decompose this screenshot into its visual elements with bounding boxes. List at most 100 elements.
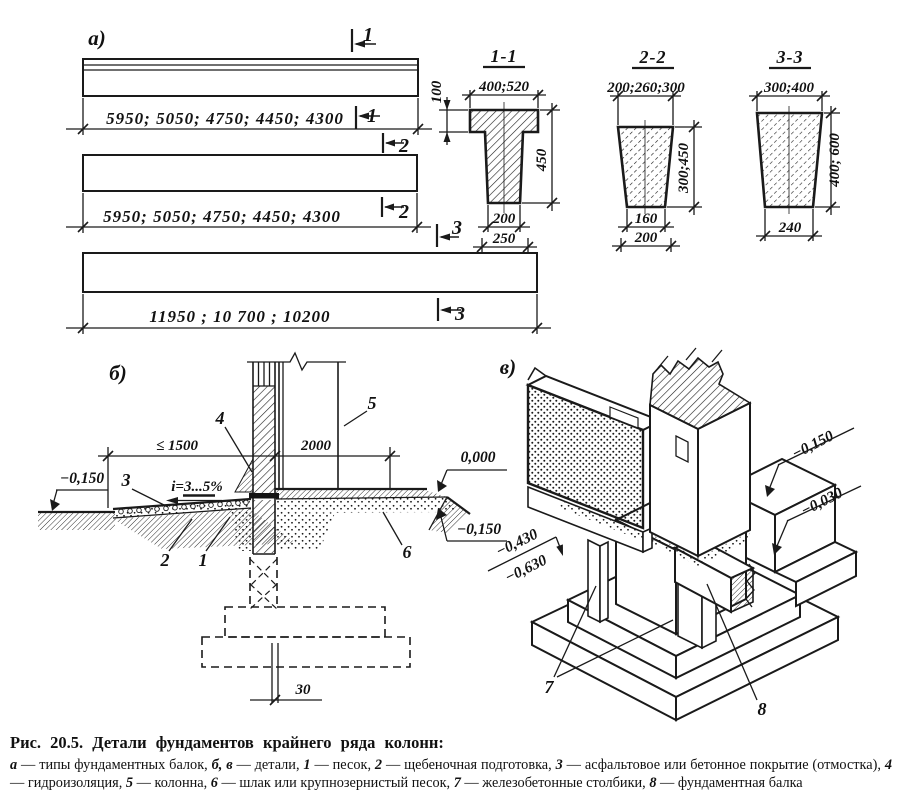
slag-layer — [277, 497, 458, 513]
svg-text:−0,150: −0,150 — [457, 521, 502, 538]
section-mark-1-bottom: 1 — [354, 105, 380, 129]
mark-3-number: 3 — [451, 217, 462, 239]
gravel-bed — [113, 499, 250, 518]
section-mark-2-top: 2 — [381, 133, 409, 157]
callout-1: 1 — [199, 550, 208, 570]
dim-2-2-top-value: 200;260;300 — [606, 80, 685, 96]
dim-3-3-height: 400; 600 — [815, 106, 843, 215]
wall-panel-section — [234, 362, 279, 555]
legend-text: — железобетонные столбики, — [460, 775, 650, 792]
figure-canvas: а) 5950; 5050; 4750; 4450; 4300 1 1 — [38, 24, 862, 722]
legend-text: — детали, — [232, 757, 304, 773]
dim-floor-value: 2000 — [300, 438, 332, 454]
dim-3-3-top-value: 300;400 — [763, 80, 814, 96]
beam-1-lengths: 5950; 5050; 4750; 4450; 4300 — [106, 109, 344, 128]
wall-panel — [525, 366, 664, 530]
dim-3-3-top: 300;400 — [749, 80, 830, 111]
plinth-wedge — [234, 458, 254, 493]
caption-title: Рис. 20.5. Детали фундаментов крайнего р… — [10, 733, 444, 752]
section-2-2-title: 2-2 — [639, 47, 667, 67]
legend-text: — асфальтовое или бетонное покрытие (отм… — [562, 757, 885, 773]
section-mark-1-top: 1 — [350, 24, 376, 52]
concrete-posts — [587, 538, 717, 650]
dim-1-1-height: 450 — [522, 103, 560, 211]
callout-2: 2 — [160, 550, 170, 570]
ground-hatch-left — [113, 509, 296, 549]
level-minus-0150-right: −0,150 — [436, 508, 507, 542]
column-break-top — [649, 356, 752, 430]
svg-text:0,000: 0,000 — [461, 449, 496, 466]
callout-leaders — [131, 410, 403, 552]
dim-2-2-top: 200;260;300 — [606, 80, 685, 125]
dim-2-2-height-value: 300;450 — [676, 143, 692, 194]
break-line — [247, 351, 346, 372]
beam-profile-3-3 — [755, 111, 824, 209]
buried-footing-dashed — [201, 557, 411, 668]
gap-30-detail: 30 — [250, 643, 322, 706]
column-elevation — [278, 362, 339, 489]
legend-text: — типы фундаментных балок, — [17, 757, 212, 773]
legend-sym: а — [10, 757, 18, 773]
dim-apron-row: ≤ 1500 2000 — [98, 438, 400, 508]
legend-sym: 5 — [125, 775, 134, 792]
svg-text:−0,630: −0,630 — [502, 552, 549, 587]
legend-text: — фундаментная балка — [656, 775, 803, 792]
callout-4: 4 — [215, 408, 225, 428]
figure-caption: Рис. 20.5. Детали фундаментов крайнего р… — [10, 733, 892, 793]
dim-1-1-top-value: 400;520 — [478, 79, 529, 95]
section-2-2: 2-2 200;260;300 300;450 160 200 — [606, 47, 702, 252]
level-0000: 0,000 — [437, 449, 507, 492]
svg-text:−0,150: −0,150 — [60, 470, 105, 487]
mark-1-number: 1 — [363, 24, 373, 46]
dim-gap-value: 30 — [295, 682, 312, 698]
section-3-3-title: 3-3 — [776, 47, 804, 67]
callout-8: 8 — [758, 699, 767, 719]
legend-text: — щебеночная подготовка, — [382, 757, 556, 773]
section-3-3: 3-3 300;400 400; 600 240 — [749, 47, 843, 242]
dim-1-1-flange: 100 — [429, 80, 468, 145]
part-a-label: а) — [88, 26, 106, 50]
slope-value: i=3...5% — [171, 479, 222, 495]
section-1-1-title: 1-1 — [491, 46, 518, 66]
callout-leaders-iso — [553, 583, 758, 701]
dim-1-1-stem-value: 200 — [492, 211, 516, 227]
beam-profile-2-2 — [616, 125, 675, 209]
mark-2-number: 2 — [398, 201, 409, 223]
column-3d — [649, 347, 752, 558]
wall-break-mark — [527, 366, 547, 381]
beam-2 — [82, 154, 418, 192]
dim-1-1-height-value: 450 — [534, 148, 550, 172]
legend-sym: 3 — [555, 757, 563, 773]
legend-text: — шлак или крупнозернистый песок, — [217, 775, 454, 792]
part-b-section-detail: б) — [38, 351, 507, 706]
legend-sym: 2 — [374, 757, 383, 773]
level-minus-0150-left: −0,150 — [50, 470, 108, 511]
dim-1-1-flange-value: 100 — [429, 80, 445, 103]
legend-sym: 1 — [303, 757, 311, 773]
dim-3-3-bottom: 240 — [756, 209, 822, 242]
dim-1-1-bottom: 200 250 — [473, 205, 537, 253]
beam-2-lengths: 5950; 5050; 4750; 4450; 4300 — [103, 207, 341, 226]
part-v-label: в) — [500, 355, 516, 379]
dim-apron-value: ≤ 1500 — [156, 438, 198, 454]
dim-1-1-top: 400;520 — [462, 79, 546, 108]
section-mark-3-bottom: 3 — [436, 298, 465, 325]
legend-sym: б, в — [211, 757, 233, 773]
waterproofing-layer — [249, 493, 279, 499]
mark-2-number: 2 — [398, 135, 409, 157]
mark-3-number: 3 — [454, 303, 465, 325]
callout-6: 6 — [403, 542, 412, 562]
callout-3: 3 — [121, 470, 131, 490]
dim-2-2-height: 300;450 — [667, 120, 702, 215]
svg-text:−0,150: −0,150 — [789, 427, 836, 462]
dim-3-3-height-value: 400; 600 — [827, 133, 843, 188]
legend-sym: 4 — [884, 757, 892, 773]
beam-3-lengths: 11950 ; 10 700 ; 10200 — [149, 307, 330, 326]
legend-text: — песок, — [310, 757, 375, 773]
beam-2-dimension: 5950; 5050; 4750; 4450; 4300 — [66, 193, 431, 233]
part-a-foundation-beams: а) 5950; 5050; 4750; 4450; 4300 1 1 — [66, 24, 551, 334]
embed-plate — [675, 434, 689, 464]
mortar-joints — [560, 499, 750, 566]
dim-2-2-bottom: 160 200 — [612, 209, 680, 252]
